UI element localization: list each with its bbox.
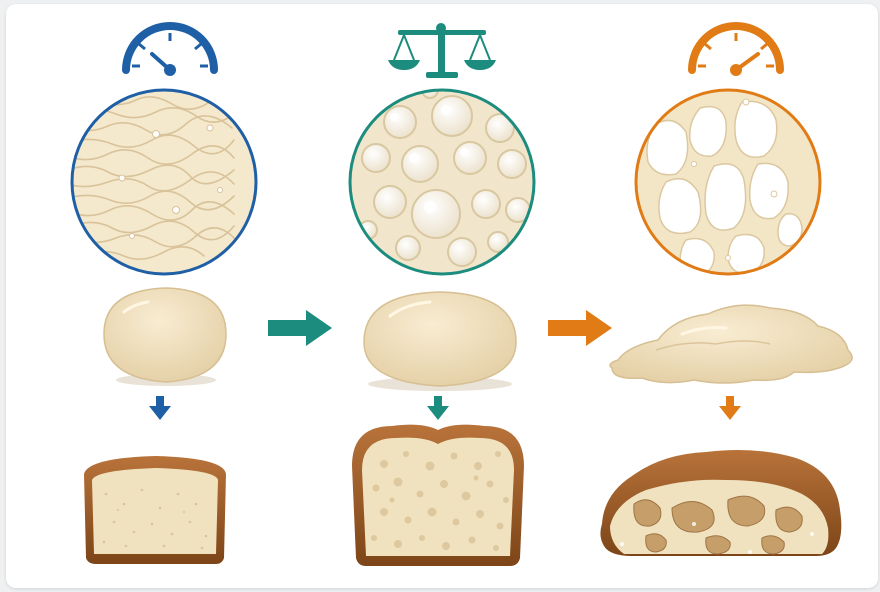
rounded-dough — [364, 292, 516, 391]
flow-arrow-right-2 — [548, 310, 612, 346]
spread-flat-dough — [610, 305, 852, 383]
balance-scale-icon — [388, 23, 496, 78]
flow-arrow-right-1 — [268, 310, 332, 346]
balanced-bubble-texture — [350, 81, 534, 274]
proofing-diagram — [6, 4, 878, 588]
tight-dough-ball — [104, 288, 226, 386]
down-arrow-1 — [149, 396, 171, 420]
tight-gluten-texture — [68, 90, 256, 274]
down-arrow-3 — [719, 396, 741, 420]
collapsed-web-texture — [636, 90, 820, 276]
diagram-card — [6, 4, 878, 588]
open-even-crumb-loaf — [352, 425, 524, 566]
dense-fine-crumb-loaf — [84, 456, 226, 564]
gauge-low-icon — [126, 26, 214, 76]
cavernous-collapsed-loaf — [600, 450, 841, 556]
gauge-high-icon — [692, 26, 780, 76]
down-arrow-2 — [427, 396, 449, 420]
